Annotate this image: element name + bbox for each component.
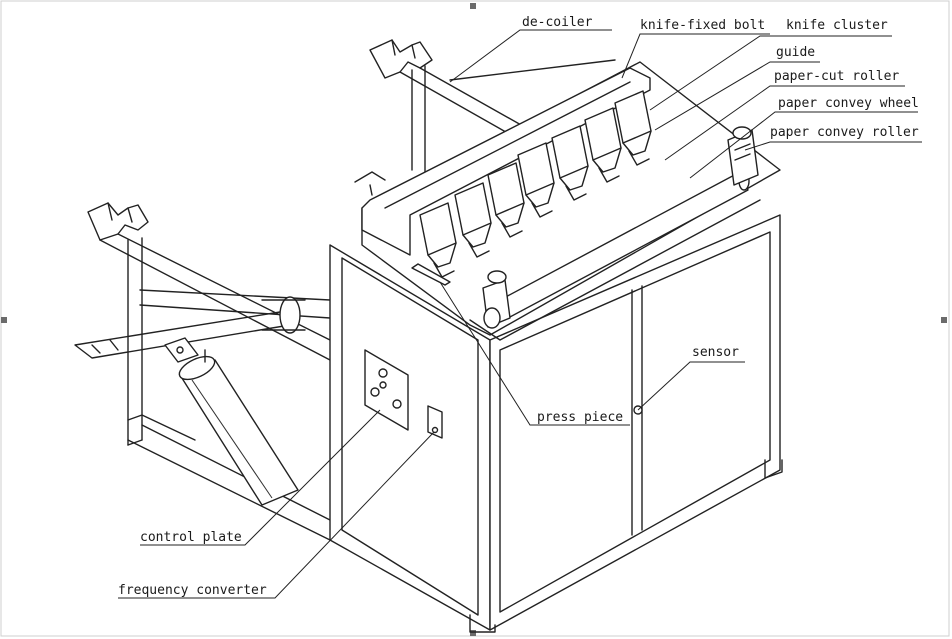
label-frequency-converter: frequency converter <box>118 583 267 598</box>
control-knob-1[interactable] <box>370 387 380 397</box>
resize-handle-top[interactable] <box>470 3 476 9</box>
press-piece <box>411 263 451 286</box>
label-knife-fixed-bolt: knife-fixed bolt <box>640 18 765 33</box>
label-decoiler: de-coiler <box>522 15 593 30</box>
main-cabinet <box>329 61 783 633</box>
resize-handle-bottom[interactable] <box>470 630 476 636</box>
label-paper-convey-wheel: paper convey wheel <box>778 96 919 111</box>
label-press-piece: press piece <box>537 410 623 425</box>
label-paper-convey-roller: paper convey roller <box>770 125 919 140</box>
leader-lines <box>118 29 922 599</box>
resize-handle-left[interactable] <box>1 317 7 323</box>
resize-handle-right[interactable] <box>941 317 947 323</box>
label-control-plate: control plate <box>140 530 242 545</box>
control-knob-3[interactable] <box>392 399 402 409</box>
label-sensor: sensor <box>692 345 739 360</box>
control-knob-4[interactable] <box>379 381 387 389</box>
knife-cluster <box>411 90 652 286</box>
label-paper-cut-roller: paper-cut roller <box>774 69 899 84</box>
decoiler-rack <box>74 39 616 541</box>
label-guide: guide <box>776 45 815 60</box>
control-knob-2[interactable] <box>378 368 388 378</box>
control-plate[interactable] <box>364 349 409 431</box>
label-knife-cluster: knife cluster <box>786 18 888 33</box>
frequency-converter[interactable] <box>427 405 443 439</box>
